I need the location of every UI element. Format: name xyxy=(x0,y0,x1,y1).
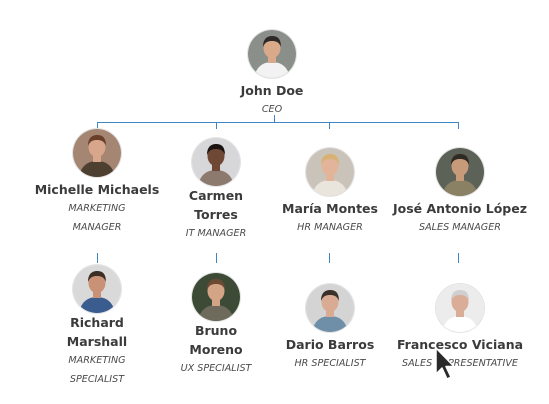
person-name: María Montes xyxy=(282,201,378,216)
org-node-ceo[interactable]: John Doe CEO xyxy=(202,30,342,119)
org-node-report[interactable]: Francesco Viciana SALES REPRESENTATIVE xyxy=(385,284,535,373)
org-node-report[interactable]: Richard Marshall MARKETING SPECIALIST xyxy=(27,265,167,389)
manager-bus-line xyxy=(97,122,459,123)
org-node-report[interactable]: Dario Barros HR SPECIALIST xyxy=(260,284,400,373)
manager-connector xyxy=(458,122,459,129)
person-name: Michelle Michaels xyxy=(34,182,160,197)
org-node-report[interactable]: Bruno Moreno UX SPECIALIST xyxy=(146,273,286,378)
person-title: HR SPECIALIST xyxy=(294,358,366,369)
avatar xyxy=(306,284,354,332)
avatar xyxy=(306,148,354,196)
avatar xyxy=(436,284,484,332)
manager-connector xyxy=(329,122,330,129)
person-name: John Doe xyxy=(240,83,304,98)
person-title: CEO xyxy=(261,104,283,115)
avatar xyxy=(248,30,296,78)
report-connector xyxy=(329,253,330,263)
org-node-manager[interactable]: José Antonio López SALES MANAGER xyxy=(385,148,535,237)
mouse-pointer-icon xyxy=(434,347,456,381)
person-title: UX SPECIALIST xyxy=(180,363,252,374)
report-connector xyxy=(458,253,459,263)
person-name: Francesco Viciana xyxy=(396,337,524,352)
person-name: José Antonio López xyxy=(392,201,528,216)
person-title: MARKETING SPECIALIST xyxy=(68,355,126,385)
avatar xyxy=(73,265,121,313)
person-title: SALES REPRESENTATIVE xyxy=(402,358,518,369)
org-node-manager[interactable]: María Montes HR MANAGER xyxy=(260,148,400,237)
person-name: Bruno Moreno xyxy=(189,323,243,357)
person-name: Richard Marshall xyxy=(66,315,128,349)
avatar xyxy=(192,273,240,321)
report-connector xyxy=(97,253,98,263)
report-connector xyxy=(216,253,217,263)
ceo-connector xyxy=(274,115,275,122)
person-title: SALES MANAGER xyxy=(419,222,501,233)
avatar xyxy=(73,129,121,177)
person-title: IT MANAGER xyxy=(185,228,247,239)
person-title: MARKETING MANAGER xyxy=(68,203,126,233)
org-node-manager[interactable]: Carmen Torres IT MANAGER xyxy=(146,138,286,243)
person-name: Dario Barros xyxy=(285,337,375,352)
avatar xyxy=(436,148,484,196)
person-name: Carmen Torres xyxy=(188,188,244,222)
avatar xyxy=(192,138,240,186)
manager-connector xyxy=(216,122,217,129)
org-node-manager[interactable]: Michelle Michaels MARKETING MANAGER xyxy=(27,129,167,237)
manager-connector xyxy=(97,122,98,129)
person-title: HR MANAGER xyxy=(297,222,363,233)
